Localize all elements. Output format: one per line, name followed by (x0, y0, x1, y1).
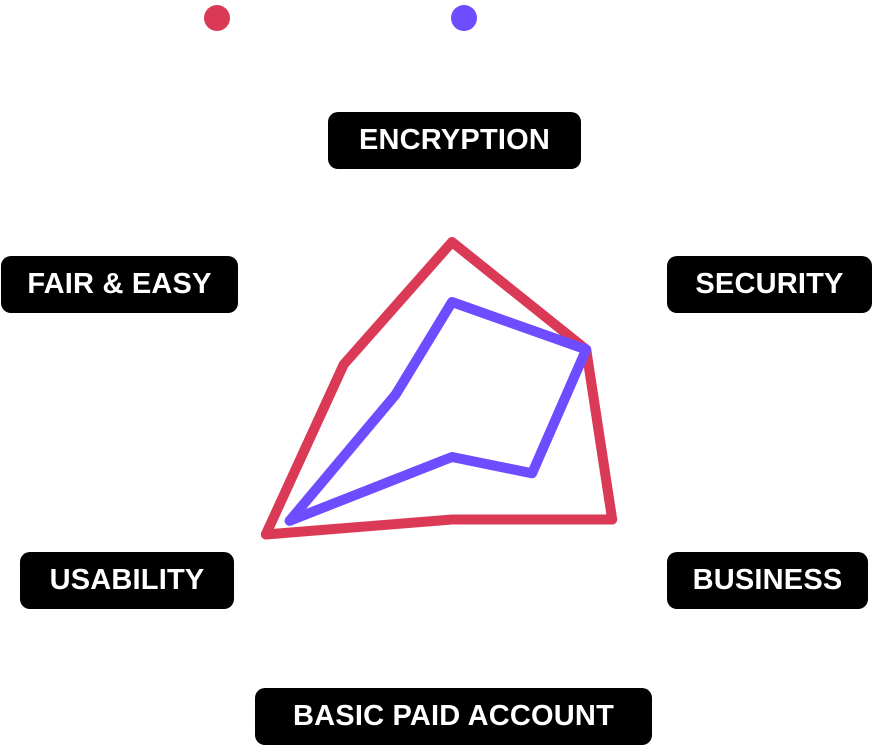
axis-label-encryption: ENCRYPTION (328, 112, 581, 169)
spoke-line (451, 301, 670, 428)
legend-dot-series-1 (204, 5, 230, 31)
axis-label-usability: USABILITY (20, 552, 234, 609)
radar-spokes (234, 177, 670, 677)
radar-series (260, 237, 618, 540)
spoke-line (451, 426, 670, 553)
axis-label-fair-and-easy: FAIR & EASY (1, 256, 238, 313)
legend-dot-series-2 (451, 5, 477, 31)
axis-label-basic-paid-account: BASIC PAID ACCOUNT (255, 688, 652, 745)
series-polygon-2 (284, 297, 592, 526)
axis-label-business: BUSINESS (667, 552, 868, 609)
axis-label-security: SECURITY (667, 256, 872, 313)
